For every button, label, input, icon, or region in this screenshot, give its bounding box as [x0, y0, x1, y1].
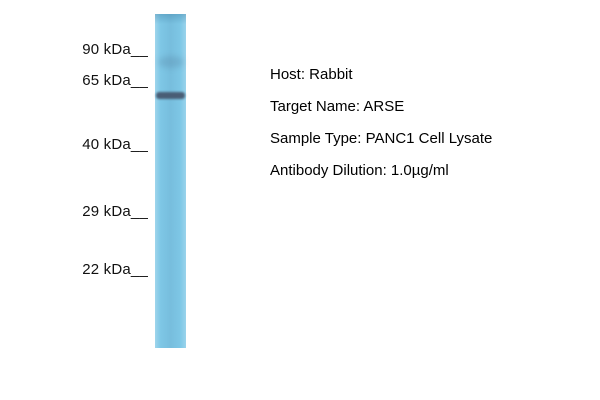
annotation-target-name: Target Name: ARSE	[270, 98, 405, 115]
protein-band	[156, 92, 185, 99]
annotation-sample-type: Sample Type: PANC1 Cell Lysate	[270, 130, 493, 147]
annotation-block: Host: Rabbit Target Name: ARSE Sample Ty…	[270, 66, 492, 194]
molecular-weight-marker-22kda: 22 kDa__	[82, 261, 148, 278]
faint-background-smear	[158, 56, 184, 68]
molecular-weight-marker-90kda: 90 kDa__	[82, 41, 148, 58]
molecular-weight-marker-65kda: 65 kDa__	[82, 72, 148, 89]
molecular-weight-marker-40kda: 40 kDa__	[82, 136, 148, 153]
annotation-antibody-dilution: Antibody Dilution: 1.0µg/ml	[270, 162, 449, 179]
blot-lane	[155, 14, 186, 348]
molecular-weight-marker-29kda: 29 kDa__	[82, 203, 148, 220]
annotation-host: Host: Rabbit	[270, 66, 353, 83]
